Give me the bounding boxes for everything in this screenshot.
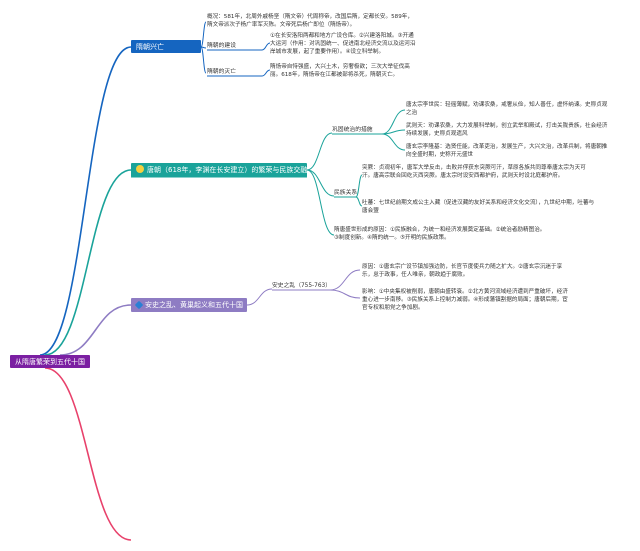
- tang-link-reason: [306, 169, 335, 236]
- tang-link-measures: [306, 132, 333, 171]
- root-link-tang: [44, 169, 132, 356]
- tang-prosperity-reason: 隋唐盛世形成的原因：①民族融合，为统一和经济发展奠定基础。②统治者励精图治。③制…: [334, 227, 546, 241]
- branch-tang[interactable]: 唐朝（618年，李渊在长安建立）的繁荣与民族交融: [131, 163, 307, 177]
- tang-taizong: 唐太宗李世民：轻徭薄赋，劝课农桑，戒奢从俭，知人善任，虚怀纳谏。史称贞观之治: [406, 102, 608, 116]
- tang-link-ethnic: [306, 169, 335, 197]
- sui-overview: 概况：581年，北周外戚杨坚（隋文帝）代周称帝，改国后隋，定都长安。589年，隋…: [207, 14, 413, 28]
- tang-xuanzong: 唐玄宗李隆基：选贤任能，改革吏治，发展生产，大兴文治，改革兵制，将唐朝推向全盛时…: [406, 144, 608, 158]
- tang-link-xuanzong: [381, 133, 406, 151]
- anshi-impact: 影响：①中央集权被削弱，唐朝由盛转衰。②北方黄河流域经济遭到严重破坏，经济重心进…: [362, 289, 568, 311]
- sui-link-fall: [200, 46, 207, 74]
- diamond-icon: [134, 300, 144, 310]
- branch-tang-label: 唐朝（618年，李渊在长安建立）的繁荣与民族交融: [147, 166, 308, 174]
- sui-fall-label: 隋朝的灭亡: [207, 69, 236, 75]
- sui-link-overview: [200, 21, 207, 48]
- sui-fall-link: [261, 69, 271, 77]
- branch-sui-label: 隋朝兴亡: [136, 43, 164, 51]
- anshi-cause: 原因：①唐玄宗广设节镇加强边防，长官节度使兵力随之扩大。②唐玄宗沉迷于享乐，怠于…: [362, 264, 563, 278]
- tang-ethnic-label: 民族关系: [334, 190, 358, 196]
- tang-turks: 突厥：贞观初年，唐军大举反击，击败并俘获东突厥可汗，草原各族共同尊奉唐太宗为天可…: [362, 165, 586, 179]
- root-label: 从隋唐繁荣到五代十国: [15, 358, 85, 366]
- tang-link-turks: [355, 174, 363, 198]
- tang-measures-label: 巩固统治的措施: [332, 127, 373, 133]
- branch-empty: [124, 538, 134, 540]
- sui-fall-text: 隋炀帝自恃强盛，大兴土木，穷奢极欲；三次大举征伐高丽。618年，隋炀帝在江都被部…: [270, 64, 410, 78]
- tang-link-taizong: [381, 109, 406, 135]
- tang-link-tubo: [355, 196, 363, 207]
- root-link-sui: [39, 46, 132, 356]
- sui-construction-text: ①在长安洛阳两都和地方广设仓库。②兴建洛阳城。③开通大运河（作用：对巩固统一、促…: [270, 33, 416, 55]
- anshi-link-rebellion: [246, 288, 273, 306]
- branch-sui[interactable]: 隋朝兴亡: [131, 40, 201, 53]
- branch-anshi[interactable]: 安史之乱、黄巢起义和五代十国: [131, 298, 247, 312]
- anshi-link-impact: [329, 289, 361, 299]
- anshi-rebellion-label: 安史之乱（755-763）: [272, 283, 332, 289]
- root-link-anshi: [59, 304, 132, 356]
- root-link-empty: [44, 367, 132, 541]
- sui-construction-label: 隋朝的建设: [207, 43, 236, 49]
- tang-wuzetian: 武则天：劝课农桑，大力发展科举制，创立武举和殿试，打击关陇贵族，社会经济持续发展…: [406, 123, 608, 137]
- sui-construction-link: [261, 42, 271, 51]
- tang-link-wuzetian: [381, 129, 406, 135]
- tang-tubo: 吐蕃：七世纪前期文成公主入藏（促进汉藏的友好关系和经济文化交流），九世纪中期，吐…: [362, 200, 595, 214]
- root-node[interactable]: 从隋唐繁荣到五代十国: [10, 355, 90, 368]
- branch-anshi-label: 安史之乱、黄巢起义和五代十国: [145, 301, 243, 309]
- anshi-link-cause: [329, 269, 361, 291]
- lightbulb-icon: [136, 165, 144, 173]
